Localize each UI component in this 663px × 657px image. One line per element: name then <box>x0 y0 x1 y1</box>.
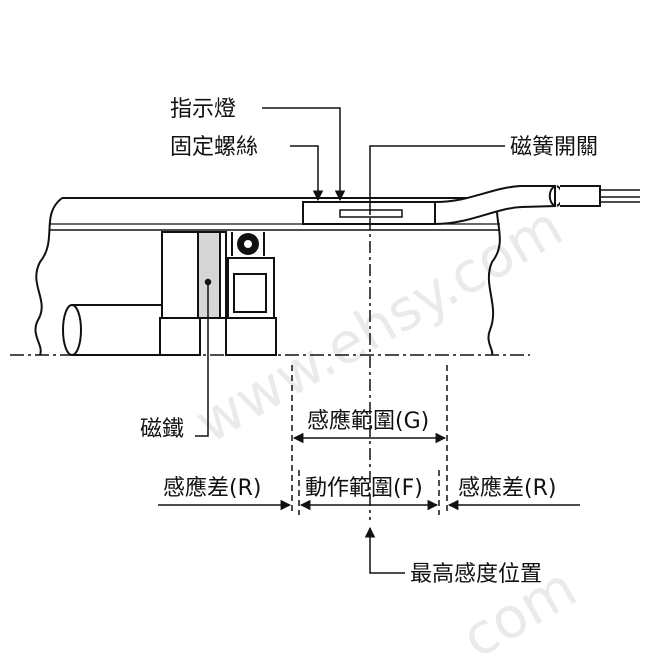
label-indicator-lamp: 指示燈 <box>170 97 236 122</box>
label-magnet: 磁鐵 <box>140 417 184 442</box>
range-extension-lines <box>291 365 448 515</box>
piston-rod <box>62 304 166 356</box>
piston-seal <box>231 232 265 256</box>
leader-reed-switch <box>369 145 505 215</box>
label-hysteresis-left: 感應差(R) <box>163 475 261 501</box>
reed-switch-body <box>302 201 436 225</box>
label-sensing-range: 感應範圍(G) <box>307 408 429 434</box>
switch-cable <box>434 185 640 226</box>
magnet <box>197 231 221 319</box>
label-hysteresis-right: 感應差(R) <box>458 475 556 501</box>
label-max-sensitivity-position: 最高感度位置 <box>410 562 542 587</box>
leader-indicator-lamp <box>262 107 346 202</box>
label-reed-switch: 磁簧開關 <box>510 135 598 160</box>
leader-magnet <box>195 278 212 437</box>
label-fixing-screw: 固定螺絲 <box>170 135 258 160</box>
leader-max-sensitivity <box>364 526 405 574</box>
label-operating-range: 動作範圍(F) <box>305 476 423 501</box>
leader-fixing-screw <box>290 145 324 202</box>
